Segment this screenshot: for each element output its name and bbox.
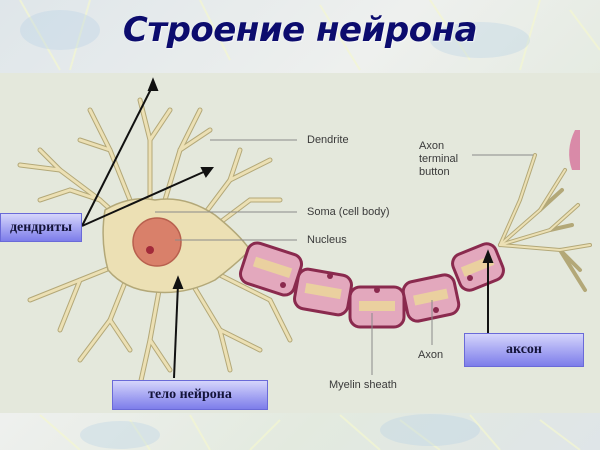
label-dendrite: Dendrite bbox=[307, 134, 349, 146]
label-soma: Soma (cell body) bbox=[307, 206, 390, 218]
target-cell bbox=[569, 130, 580, 170]
nucleus bbox=[132, 217, 182, 267]
label-nucleus: Nucleus bbox=[307, 234, 347, 246]
label-axon: Axon bbox=[418, 349, 444, 361]
callout-axon: аксон bbox=[464, 333, 584, 367]
nucleolus bbox=[146, 246, 154, 254]
label-myelin: Myelin sheath bbox=[329, 379, 397, 391]
callout-dendrites: дендриты bbox=[0, 213, 82, 242]
label-axon-terminal: Axon terminal button bbox=[419, 140, 459, 178]
callout-cell-body: тело нейрона bbox=[112, 380, 268, 410]
page-title: Строение нейрона bbox=[122, 10, 478, 50]
